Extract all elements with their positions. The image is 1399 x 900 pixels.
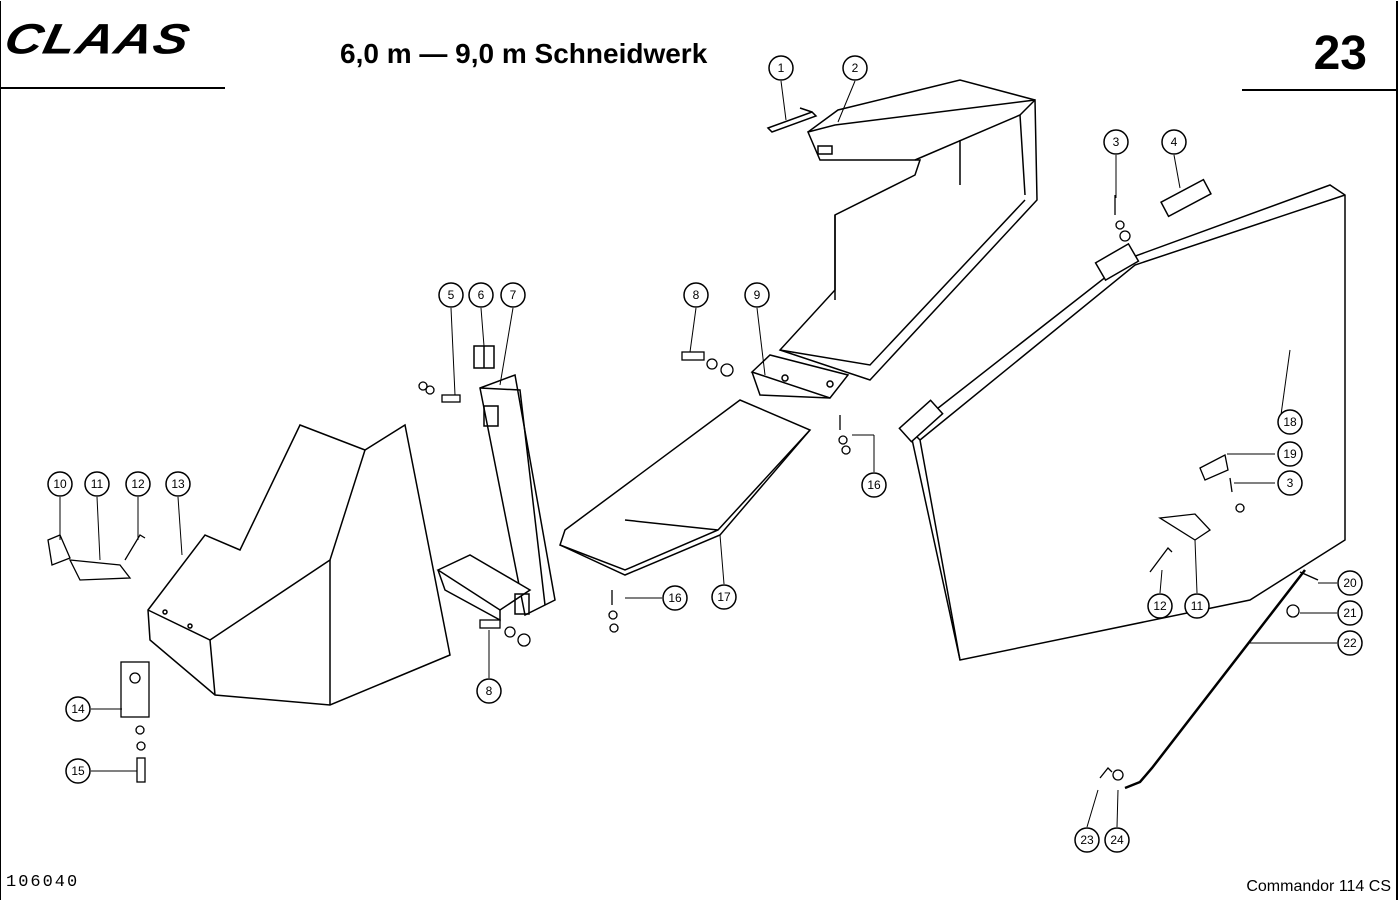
callout-20: 20 — [1337, 570, 1363, 596]
callout-12: 12 — [125, 471, 151, 497]
part-side-shield — [147, 423, 451, 706]
callout-19: 19 — [1277, 441, 1303, 467]
callout-7: 7 — [500, 282, 526, 308]
callout-label: 21 — [1343, 606, 1357, 620]
callout-label: 6 — [478, 288, 485, 302]
part-vertical-post — [436, 373, 556, 622]
callout-label: 23 — [1080, 833, 1094, 847]
callout-22: 22 — [1337, 630, 1363, 656]
callout-15: 15 — [65, 758, 91, 784]
callout-18: 18 — [1277, 409, 1303, 435]
callout-11: 11 — [84, 471, 110, 497]
part-hood-upper — [778, 79, 1038, 381]
callout-label: 16 — [668, 591, 682, 605]
leader-lines — [59, 80, 1337, 828]
part-rod — [1124, 569, 1306, 790]
callout-11: 11 — [1184, 593, 1210, 619]
callout-23: 23 — [1074, 827, 1100, 853]
callout-label: 8 — [486, 684, 493, 698]
callout-9: 9 — [744, 282, 770, 308]
part-floor-panel — [559, 399, 812, 576]
callout-label: 7 — [510, 288, 517, 302]
callout-14: 14 — [65, 696, 91, 722]
callout-label: 11 — [91, 477, 104, 491]
callout-24: 24 — [1104, 827, 1130, 853]
callout-label: 19 — [1283, 447, 1297, 461]
part-bracket — [750, 354, 850, 399]
callout-label: 12 — [131, 477, 145, 491]
callout-8: 8 — [683, 282, 709, 308]
part-hinge-4 — [1160, 178, 1212, 218]
callout-label: 11 — [1191, 599, 1204, 613]
callout-label: 14 — [71, 702, 85, 716]
part-side-panel — [898, 184, 1346, 661]
callout-1: 1 — [768, 55, 794, 81]
callout-10: 10 — [47, 471, 73, 497]
callout-label: 2 — [852, 61, 859, 75]
callout-label: 3 — [1113, 135, 1120, 149]
callout-21: 21 — [1337, 600, 1363, 626]
callout-label: 3 — [1287, 476, 1294, 490]
callout-4: 4 — [1161, 129, 1187, 155]
callout-label: 17 — [717, 590, 731, 604]
callout-12: 12 — [1147, 593, 1173, 619]
callout-label: 12 — [1153, 599, 1167, 613]
callout-13: 13 — [165, 471, 191, 497]
callout-label: 13 — [171, 477, 185, 491]
callout-label: 4 — [1171, 135, 1178, 149]
part-strap — [766, 107, 818, 133]
document-number: 106040 — [6, 873, 80, 892]
callout-label: 9 — [754, 288, 761, 302]
callout-label: 22 — [1343, 636, 1357, 650]
callout-label: 8 — [693, 288, 700, 302]
callout-16: 16 — [861, 472, 887, 498]
model-name: Commandor 114 CS — [1246, 878, 1391, 895]
page-number: 23 — [1313, 27, 1367, 80]
callout-3: 3 — [1103, 129, 1129, 155]
page-title: 6,0 m — 9,0 m Schneidwerk — [340, 38, 708, 69]
hardware-items — [47, 195, 1300, 783]
callout-3: 3 — [1277, 470, 1303, 496]
callout-5: 5 — [438, 282, 464, 308]
callout-17: 17 — [711, 584, 737, 610]
callout-label: 10 — [53, 477, 67, 491]
callout-8: 8 — [476, 678, 502, 704]
callout-2: 2 — [842, 55, 868, 81]
callout-label: 18 — [1283, 415, 1297, 429]
callout-label: 1 — [778, 61, 785, 75]
callout-16: 16 — [662, 585, 688, 611]
callout-6: 6 — [468, 282, 494, 308]
callout-label: 24 — [1110, 833, 1124, 847]
callout-label: 15 — [71, 764, 85, 778]
callout-label: 5 — [448, 288, 455, 302]
callout-label: 20 — [1343, 576, 1357, 590]
callout-label: 16 — [867, 478, 881, 492]
